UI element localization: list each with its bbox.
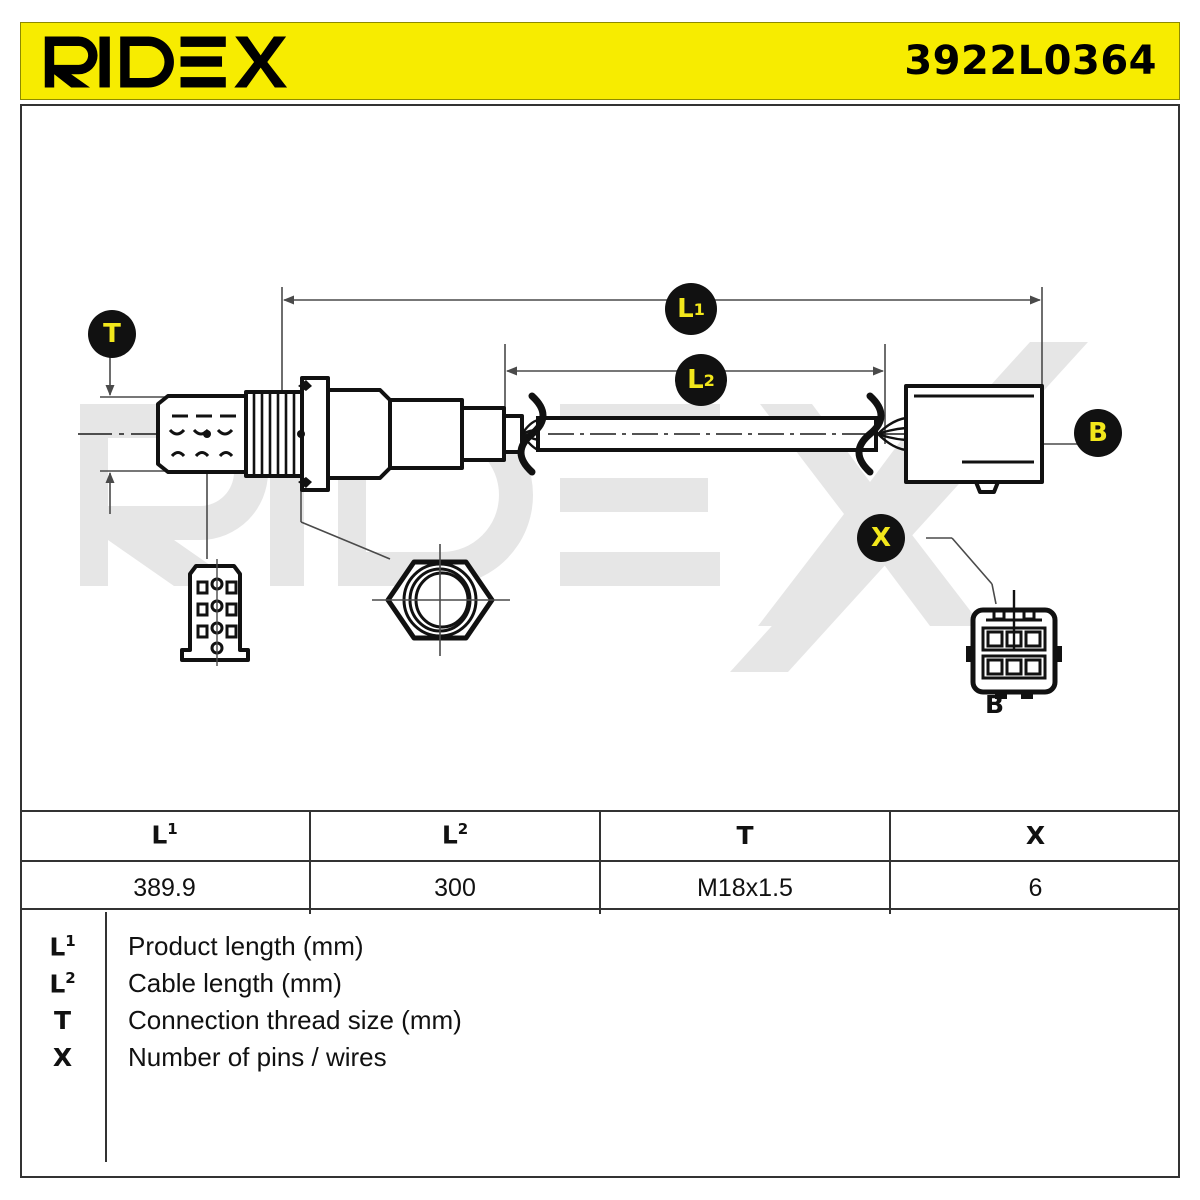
- callout-badge-t: T: [88, 310, 136, 358]
- spec-header-x: X: [890, 810, 1180, 862]
- callout-t-label: T: [103, 319, 121, 349]
- legend-desc-x: Number of pins / wires: [128, 1042, 387, 1072]
- spec-value-t: M18x1.5: [600, 861, 891, 914]
- legend-key-x: X: [52, 1043, 73, 1072]
- spec-table: L1 L2 T X 389.9 300 M18x1.5 6: [20, 810, 1180, 914]
- legend-desc-l1: Product length (mm): [128, 931, 364, 961]
- spec-header-l1: L1: [20, 810, 311, 862]
- legend-key-l1: L1: [49, 932, 76, 962]
- legend-section: L1 Product length (mm) L2 Cable length (…: [20, 910, 1180, 1178]
- header-bar: 3922L0364: [20, 22, 1180, 100]
- spec-value-l1: 389.9: [20, 861, 311, 914]
- spec-table-header-row: L1 L2 T X: [20, 810, 1180, 862]
- ridex-logo: [44, 36, 288, 88]
- spec-header-l2: L2: [310, 810, 601, 862]
- detail-view-label-b: B: [985, 690, 1005, 719]
- spec-table-value-row: 389.9 300 M18x1.5 6: [20, 861, 1180, 914]
- spec-header-t: T: [600, 810, 891, 862]
- legend-desc-l2: Cable length (mm): [128, 968, 342, 998]
- callout-l1-label: L: [677, 294, 694, 324]
- callout-b-label: B: [1088, 418, 1108, 448]
- legend-key-l2: L2: [49, 969, 76, 999]
- spec-value-x: 6: [1028, 873, 1043, 902]
- legend-desc-t: Connection thread size (mm): [128, 1005, 462, 1035]
- callout-badge-x: X: [857, 514, 905, 562]
- callout-l2-label: L: [687, 365, 704, 395]
- drawing-frame: [20, 104, 1180, 810]
- callout-l2-sup: 2: [703, 370, 715, 390]
- sensor-technical-drawing: [78, 287, 1080, 699]
- legend-key-t: T: [53, 1006, 72, 1035]
- callout-l1-sup: 1: [693, 299, 705, 319]
- part-number: 3922L0364: [904, 38, 1157, 84]
- legend-frame: [20, 910, 1180, 1178]
- callout-x-label: X: [870, 523, 892, 553]
- spec-value-l2: 300: [310, 861, 601, 914]
- callout-badge-b: B: [1074, 409, 1122, 457]
- legend-divider: [105, 912, 107, 1162]
